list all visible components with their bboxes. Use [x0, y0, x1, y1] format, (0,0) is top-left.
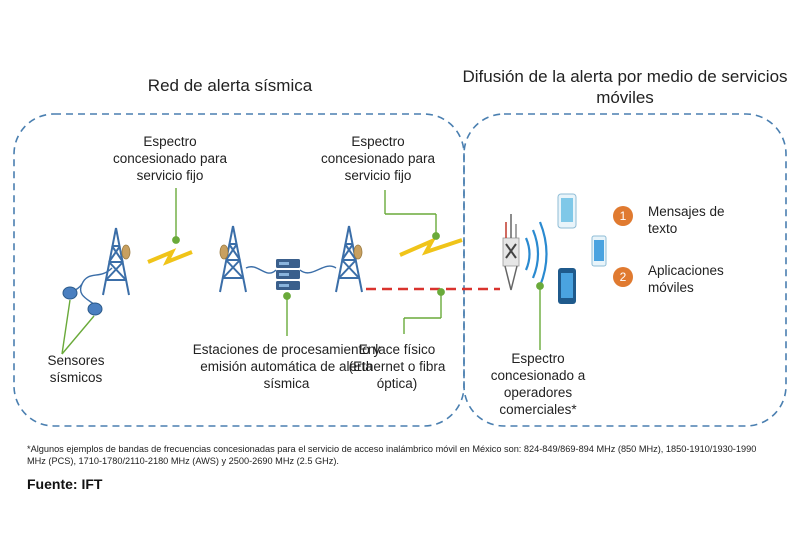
left-panel-title: Red de alerta sísmica [147, 76, 313, 95]
right-panel-title: Difusión de la alerta por medio de servi… [462, 67, 788, 107]
leader-lines [61, 188, 544, 355]
wifi-waves-icon [524, 221, 548, 287]
label-spectrum-fixed-1: Espectro concesionado para servicio fijo [112, 134, 228, 183]
server-icon [276, 259, 300, 290]
tower-icon [102, 227, 130, 296]
footnote: *Algunos ejemplos de bandas de frecuenci… [27, 444, 757, 466]
source-label: Fuente: IFT [27, 476, 103, 492]
cell-tower-icon [502, 214, 520, 291]
sensor-icon [62, 267, 113, 316]
label-spectrum-fixed-2: Espectro concesionado para servicio fijo [320, 134, 436, 183]
radio-link-1 [147, 248, 193, 266]
dish-icon [121, 244, 131, 260]
label-stations: Estaciones de procesamiento y emisión au… [192, 342, 381, 391]
item-mobile-apps: Aplicaciones móviles [648, 263, 724, 295]
cable [245, 266, 277, 274]
phone-icon [558, 268, 576, 304]
radio-link-2 [399, 236, 463, 257]
badge-1: 1 [613, 206, 633, 226]
left-panel-border [13, 113, 465, 427]
label-spectrum-operators: Espectro concesionado a operadores comer… [490, 351, 586, 417]
tower-icon [335, 225, 363, 293]
label-physical-link: Enlace físico (Ethernet o fibra óptica) [348, 342, 446, 391]
phone-icon [557, 193, 577, 229]
cable [299, 265, 337, 274]
label-sensors: Sensores sísmicos [47, 353, 105, 385]
phone-icon [591, 235, 607, 267]
badge-2: 2 [613, 267, 633, 287]
dish-icon [353, 244, 363, 260]
dish-icon [219, 244, 229, 260]
item-text-messages: Mensajes de texto [648, 204, 725, 236]
tower-icon [219, 225, 247, 293]
right-panel-border [463, 113, 787, 427]
